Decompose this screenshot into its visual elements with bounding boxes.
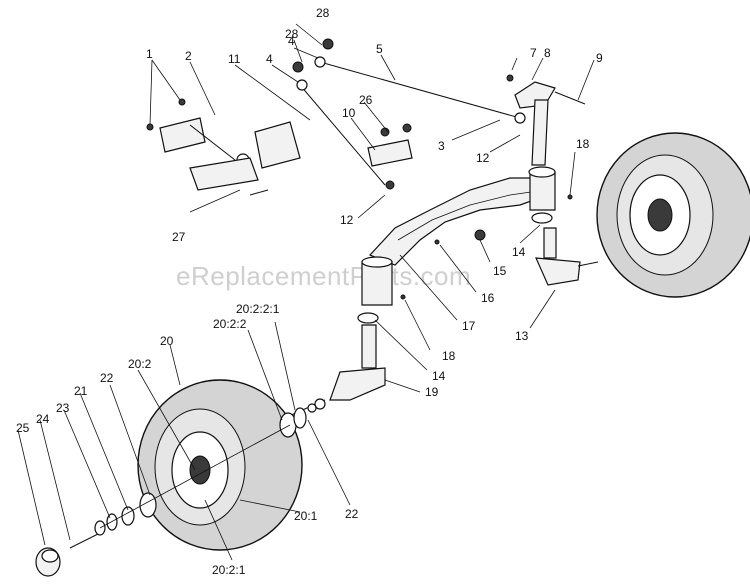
callout-4a: 4 <box>288 34 295 48</box>
callout-12b: 12 <box>340 213 354 227</box>
callout-24: 24 <box>36 412 50 426</box>
callout-9: 9 <box>596 51 603 65</box>
callout-7: 7 <box>530 46 537 60</box>
callout-26: 26 <box>359 93 373 107</box>
callout-12a: 12 <box>476 151 490 165</box>
callout-17: 17 <box>462 319 476 333</box>
callout-4b: 4 <box>266 52 273 66</box>
callout-22b: 22 <box>345 507 359 521</box>
callout-28b: 28 <box>285 27 299 41</box>
callout-10: 10 <box>342 106 356 120</box>
callout-20-2-1: 20:2:1 <box>212 563 246 577</box>
callout-20: 20 <box>160 334 174 348</box>
left-spindle <box>279 312 386 421</box>
tie-rods <box>292 38 526 186</box>
callout-16: 16 <box>481 291 495 305</box>
callout-20-2-2-1: 20:2:2:1 <box>236 302 280 316</box>
callout-13: 13 <box>515 329 529 343</box>
callout-20-1: 20:1 <box>294 509 318 523</box>
leader-lines <box>17 23 595 561</box>
callout-25: 25 <box>16 421 30 435</box>
watermark: eReplacementParts.com <box>176 261 471 291</box>
callout-3: 3 <box>438 139 445 153</box>
callout-22a: 22 <box>100 371 114 385</box>
callout-5: 5 <box>376 42 383 56</box>
callout-18a: 18 <box>576 137 590 151</box>
callout-27: 27 <box>172 230 186 244</box>
callout-20-2: 20:2 <box>128 357 152 371</box>
callout-14a: 14 <box>512 245 526 259</box>
callout-2: 2 <box>185 49 192 63</box>
callout-14b: 14 <box>432 369 446 383</box>
callout-11: 11 <box>228 52 241 66</box>
callout-18b: 18 <box>442 349 456 363</box>
callout-15: 15 <box>493 264 507 278</box>
callout-20-2-2: 20:2:2 <box>213 317 247 331</box>
hub-parts <box>35 407 307 577</box>
callout-21: 21 <box>74 384 88 398</box>
callouts: 1 2 3 4 4 5 7 8 9 10 11 12 12 13 14 14 1… <box>16 6 603 577</box>
right-spindle <box>531 212 599 286</box>
axle-beam <box>361 166 556 306</box>
right-tire <box>596 132 750 298</box>
callout-23: 23 <box>56 401 70 415</box>
steering-arm <box>506 74 586 166</box>
left-tire <box>137 379 303 551</box>
callout-8: 8 <box>544 46 551 60</box>
callout-28a: 28 <box>316 6 330 20</box>
mount-bracket <box>146 98 301 196</box>
callout-19: 19 <box>425 385 439 399</box>
callout-1: 1 <box>146 47 153 61</box>
pivot-block <box>367 123 573 300</box>
